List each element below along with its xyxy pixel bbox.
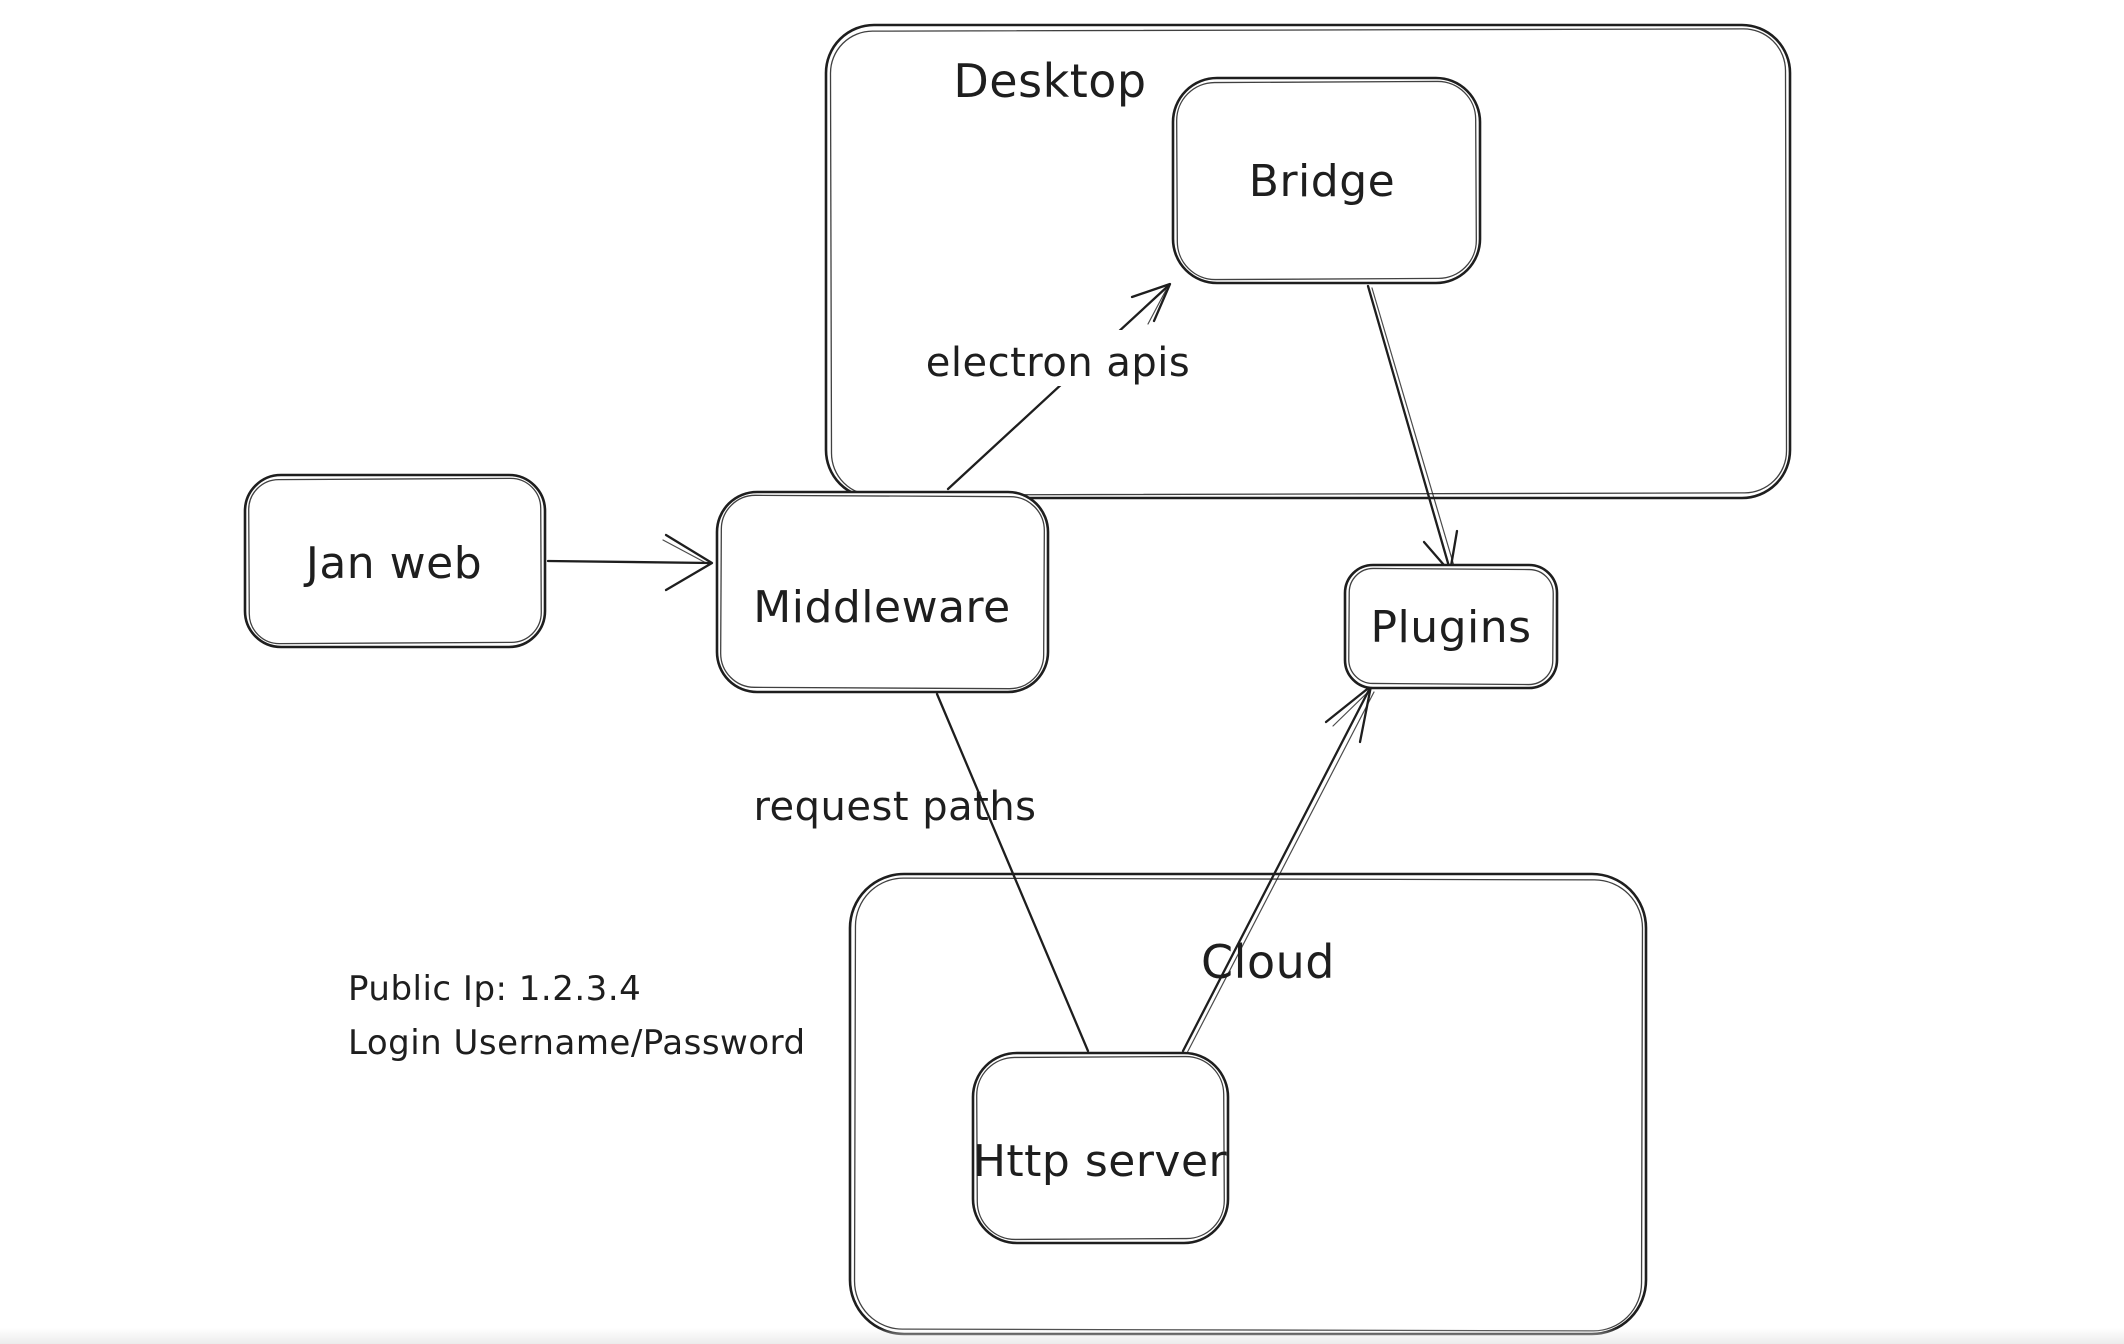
edge-middleware-to-bridge-arrowhead	[1130, 282, 1172, 323]
node-bridge-sketch-stroke	[1176, 80, 1477, 281]
container-cloud[interactable]: Cloud	[848, 872, 1648, 1336]
node-plugins-shape[interactable]	[1343, 563, 1559, 690]
edge-middleware-to-bridge-line[interactable]	[946, 284, 1170, 491]
node-middleware-shape[interactable]	[715, 490, 1050, 694]
node-http-server-shape[interactable]	[971, 1051, 1230, 1245]
node-bridge[interactable]: Bridge	[1171, 76, 1482, 285]
node-middleware-label[interactable]: Middleware	[753, 582, 1010, 633]
node-jan-web-sketch-stroke	[248, 477, 542, 645]
edge-middleware-to-bridge-label[interactable]: electron apis	[926, 340, 1190, 386]
edge-janweb-to-middleware[interactable]	[546, 533, 714, 592]
edge-janweb-to-middleware-arrowhead	[664, 533, 714, 592]
node-plugins-label[interactable]: Plugins	[1370, 602, 1531, 653]
container-cloud-label[interactable]: Cloud	[1201, 935, 1335, 989]
node-middleware-sketch-stroke	[720, 494, 1045, 690]
node-http-server-label[interactable]: Http server	[973, 1136, 1228, 1187]
edge-janweb-to-middleware-arrowhead-sketch	[662, 539, 709, 565]
container-desktop-label[interactable]: Desktop	[953, 54, 1146, 108]
edge-httpserver-to-plugins-line[interactable]	[1181, 686, 1372, 1053]
annotation-login[interactable]: Login Username/Password	[348, 1023, 806, 1063]
container-desktop-sketch-stroke	[829, 28, 1788, 496]
edge-httpserver-to-plugins-arrowhead-sketch	[1332, 691, 1369, 727]
edge-middleware-to-httpserver-line[interactable]	[935, 692, 1090, 1053]
edge-middleware-to-bridge-arrowhead-sketch	[1147, 289, 1167, 325]
edge-httpserver-to-plugins-arrowhead	[1324, 684, 1373, 744]
window-bottom-edge	[0, 1328, 2124, 1344]
node-jan-web[interactable]: Jan web	[243, 473, 547, 649]
edge-httpserver-to-plugins-line-sketch	[1186, 691, 1375, 1054]
node-plugins[interactable]: Plugins	[1343, 563, 1559, 690]
node-http-server[interactable]: Http server	[971, 1051, 1230, 1245]
edge-middleware-to-bridge[interactable]: electron apis	[926, 282, 1192, 491]
edge-bridge-to-plugins-line[interactable]	[1366, 284, 1452, 572]
edge-bridge-to-plugins-line-sketch	[1371, 287, 1455, 567]
node-bridge-shape[interactable]	[1171, 76, 1482, 285]
node-plugins-sketch-stroke	[1348, 567, 1554, 686]
annotation-public-ip[interactable]: Public Ip: 1.2.3.4	[348, 969, 641, 1009]
annotation-block[interactable]: Public Ip: 1.2.3.4 Login Username/Passwo…	[348, 969, 806, 1063]
edge-label-background	[926, 330, 1192, 386]
edge-janweb-to-middleware-line[interactable]	[546, 559, 712, 565]
node-middleware[interactable]: Middleware	[715, 490, 1050, 694]
node-http-server-sketch-stroke	[976, 1055, 1225, 1241]
node-jan-web-label[interactable]: Jan web	[303, 538, 482, 589]
edge-middleware-to-httpserver[interactable]: request paths	[753, 692, 1090, 1053]
node-bridge-label[interactable]: Bridge	[1249, 156, 1395, 207]
node-jan-web-shape[interactable]	[243, 473, 547, 649]
edge-middleware-to-httpserver-label[interactable]: request paths	[753, 784, 1036, 830]
